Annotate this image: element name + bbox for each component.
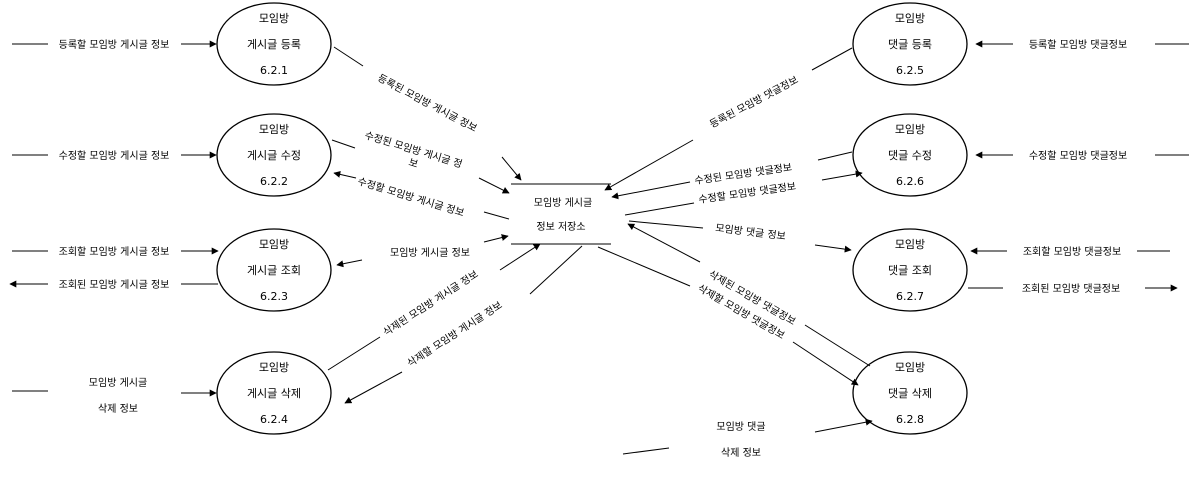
flow-label: 모임방 댓글 정보 bbox=[715, 221, 787, 243]
flow-label: 등록할 모임방 게시글 정보 bbox=[59, 38, 170, 51]
process-number: 6.2.4 bbox=[260, 413, 288, 426]
process-6-2-4: 모임방 게시글 삭제 6.2.4 bbox=[216, 351, 332, 435]
process-name: 댓글 조회 bbox=[888, 264, 932, 277]
process-name: 게시글 삭제 bbox=[247, 387, 301, 400]
flow-label: 모임방 게시글 bbox=[89, 376, 147, 389]
process-title: 모임방 bbox=[259, 123, 289, 136]
flow-label: 등록된 모임방 게시글 정보 bbox=[376, 71, 480, 134]
flow-label: 수정할 모임방 댓글정보 bbox=[1029, 149, 1127, 162]
flow-label: 삭제 정보 bbox=[721, 447, 761, 459]
process-title: 모임방 bbox=[895, 238, 925, 251]
process-number: 6.2.7 bbox=[896, 290, 924, 303]
process-6-2-5: 모임방 댓글 등록 6.2.5 bbox=[852, 2, 968, 86]
flow-label: 조회할 모임방 게시글 정보 bbox=[59, 245, 170, 258]
process-6-2-2: 모임방 게시글 수정 6.2.2 bbox=[216, 113, 332, 197]
flow-label: 모임방 댓글 bbox=[716, 420, 765, 433]
process-number: 6.2.6 bbox=[896, 175, 924, 188]
process-name: 게시글 수정 bbox=[247, 149, 301, 162]
process-number: 6.2.1 bbox=[260, 64, 288, 77]
process-title: 모임방 bbox=[259, 361, 289, 374]
process-6-2-1: 모임방 게시글 등록 6.2.1 bbox=[216, 2, 332, 86]
store-flows-right: 등록된 모임방 댓글정보 수정된 모임방 댓글정보 수정할 모임방 댓글정보 모… bbox=[597, 47, 871, 386]
process-title: 모임방 bbox=[259, 238, 289, 251]
flow-label: 삭제 정보 bbox=[98, 403, 138, 415]
process-number: 6.2.3 bbox=[260, 290, 288, 303]
process-name: 댓글 삭제 bbox=[888, 387, 932, 400]
flow-label: 조회된 모임방 댓글정보 bbox=[1022, 282, 1120, 295]
flow-label: 등록된 모임방 댓글정보 bbox=[707, 73, 800, 131]
process-6-2-7: 모임방 댓글 조회 6.2.7 bbox=[852, 228, 968, 312]
process-name: 게시글 조회 bbox=[247, 264, 301, 277]
external-flows-left: 등록할 모임방 게시글 정보 수정할 모임방 게시글 정보 조회할 모임방 게시… bbox=[9, 38, 219, 415]
flow-label: 등록할 모임방 댓글정보 bbox=[1029, 38, 1127, 51]
process-name: 게시글 등록 bbox=[247, 38, 301, 51]
process-title: 모임방 bbox=[895, 12, 925, 25]
process-name: 댓글 수정 bbox=[888, 149, 932, 162]
process-6-2-3: 모임방 게시글 조회 6.2.3 bbox=[216, 228, 332, 312]
process-title: 모임방 bbox=[259, 12, 289, 25]
flow-label: 조회할 모임방 댓글정보 bbox=[1023, 245, 1121, 258]
process-title: 모임방 bbox=[895, 361, 925, 374]
process-title: 모임방 bbox=[895, 123, 925, 136]
process-6-2-6: 모임방 댓글 수정 6.2.6 bbox=[852, 113, 968, 197]
process-name: 댓글 등록 bbox=[888, 38, 932, 51]
flow-label: 보 bbox=[407, 156, 419, 170]
data-store-line1: 모임방 게시글 bbox=[534, 196, 592, 209]
data-store-line2: 정보 저장소 bbox=[536, 221, 585, 233]
process-number: 6.2.8 bbox=[896, 413, 924, 426]
flow-label: 수정할 모임방 게시글 정보 bbox=[356, 174, 466, 219]
process-number: 6.2.2 bbox=[260, 175, 288, 188]
data-store: 모임방 게시글 정보 저장소 bbox=[511, 183, 611, 245]
process-number: 6.2.5 bbox=[896, 64, 924, 77]
flow-label: 모임방 게시글 정보 bbox=[390, 246, 470, 259]
process-6-2-8: 모임방 댓글 삭제 6.2.8 bbox=[852, 351, 968, 435]
external-flows-right: 등록할 모임방 댓글정보 수정할 모임방 댓글정보 조회할 모임방 댓글정보 조… bbox=[622, 38, 1189, 459]
flow-label: 조회된 모임방 게시글 정보 bbox=[59, 278, 170, 291]
flow-label: 수정할 모임방 게시글 정보 bbox=[59, 149, 170, 162]
